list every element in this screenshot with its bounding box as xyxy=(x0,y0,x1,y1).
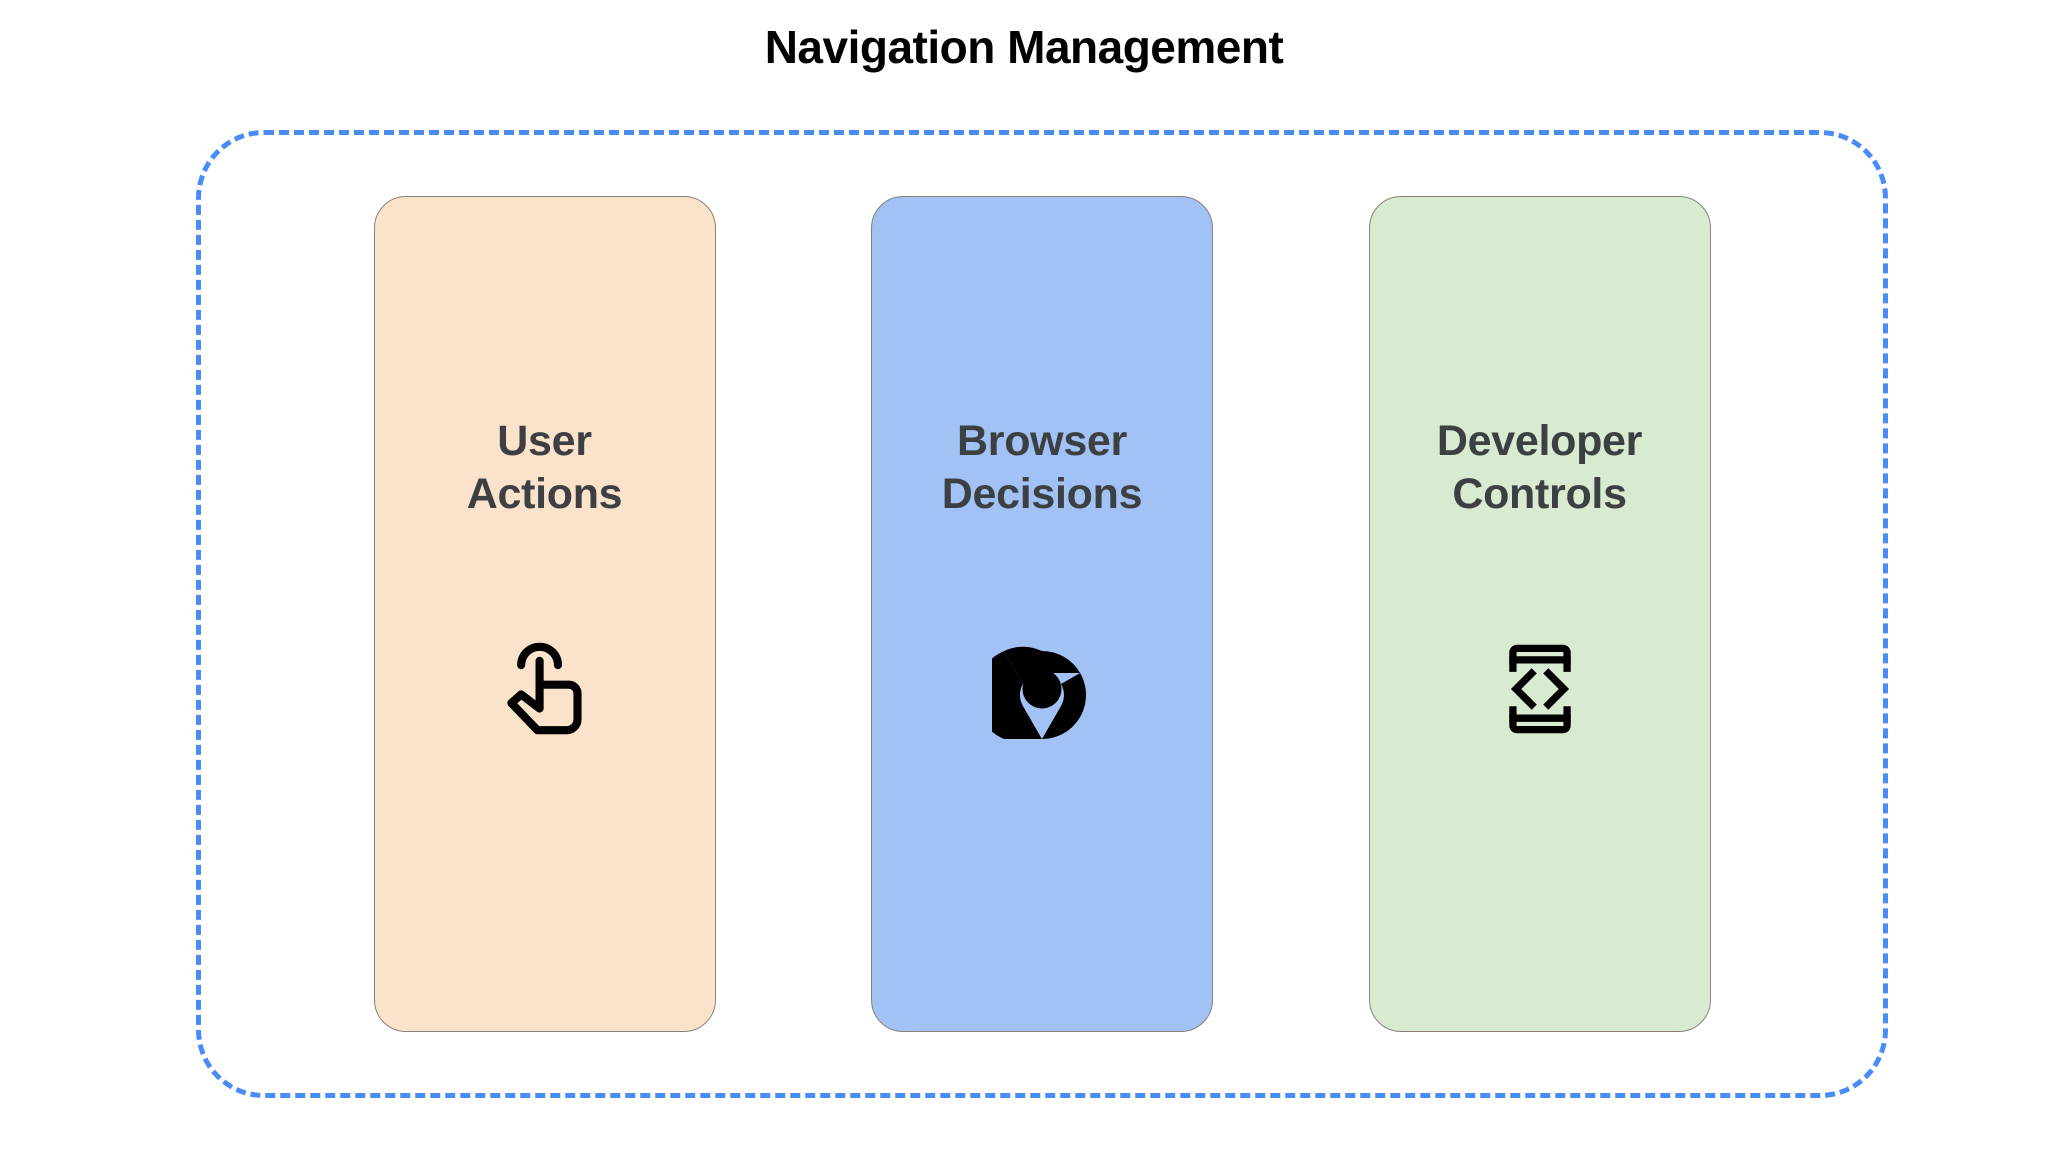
card-row: User Actions Browser Decisions xyxy=(196,130,1888,1098)
card-label-line1: Developer xyxy=(1436,417,1643,465)
card-label-line2: Actions xyxy=(466,470,623,519)
card-label-line1: Browser xyxy=(957,417,1127,465)
page-title: Navigation Management xyxy=(764,21,1284,73)
card-user-actions[interactable]: User Actions xyxy=(373,196,716,1032)
touch-app-icon xyxy=(493,637,597,741)
card-label-line1: User xyxy=(497,417,592,465)
card-label-line2: Decisions xyxy=(941,470,1143,519)
card-label-user-actions: User Actions xyxy=(375,415,715,522)
card-label-browser-decisions: Browser Decisions xyxy=(872,415,1212,522)
card-browser-decisions[interactable]: Browser Decisions xyxy=(871,196,1213,1032)
card-label-developer-controls: Developer Controls xyxy=(1370,415,1710,522)
card-label-line2: Controls xyxy=(1452,470,1627,519)
card-developer-controls[interactable]: Developer Controls xyxy=(1368,196,1711,1032)
chrome-logo-icon xyxy=(990,637,1094,741)
dashed-group-boundary xyxy=(196,130,1888,1098)
developer-mode-icon xyxy=(1488,637,1592,741)
